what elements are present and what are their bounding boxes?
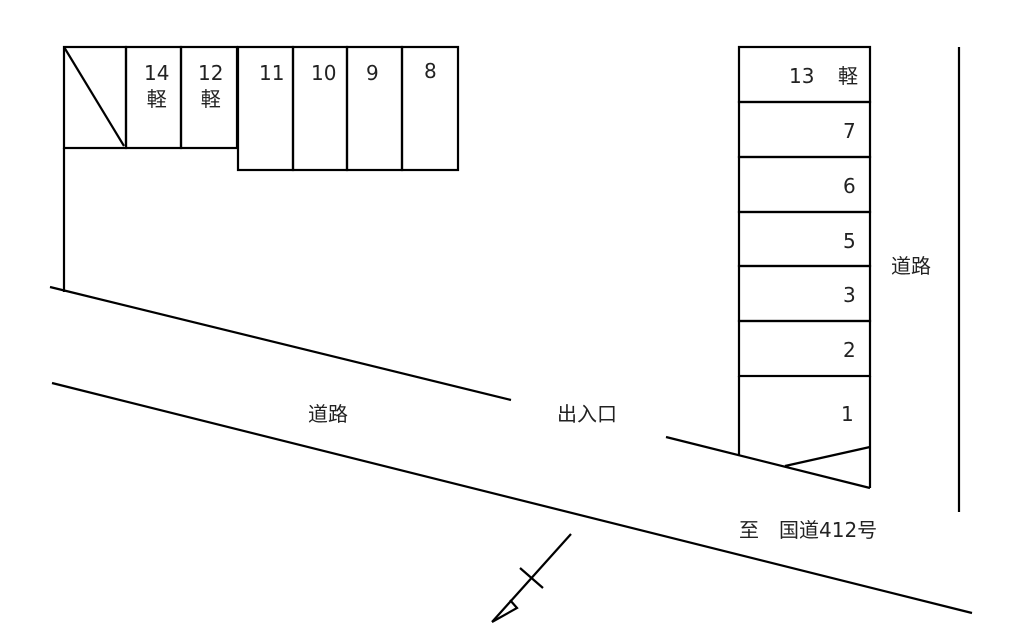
entrance-label: 出入口 <box>557 402 617 426</box>
lot-edge-right <box>665 435 871 490</box>
road-label-bottom: 道路 <box>308 402 348 426</box>
kei-note: 軽 <box>838 64 858 88</box>
space-label-6: 6 <box>843 174 856 198</box>
space-label-10: 10 <box>311 61 337 85</box>
space-number: 14 <box>144 61 170 85</box>
road-edge <box>51 381 973 615</box>
space-label-7: 7 <box>843 119 856 143</box>
space-label-8: 8 <box>424 59 437 83</box>
space-label-12: 12 軽 <box>198 63 223 109</box>
space-label-5: 5 <box>843 229 856 253</box>
space-label-13: 13 <box>789 64 815 88</box>
north-arrow-icon <box>491 533 572 623</box>
unavailable-diagonal <box>63 46 125 147</box>
space-number: 12 <box>198 61 224 85</box>
space-label-14: 14 軽 <box>144 63 169 109</box>
space-label-3: 3 <box>843 283 856 307</box>
space-label-9: 9 <box>366 61 379 85</box>
space-label-1: 1 <box>841 402 854 426</box>
lot-edge-left <box>49 285 512 402</box>
direction-label: 至 国道412号 <box>739 518 878 542</box>
kei-note: 軽 <box>200 87 221 111</box>
space-2 <box>737 319 872 378</box>
corner-mark <box>784 445 871 468</box>
kei-note: 軽 <box>146 87 167 111</box>
space-label-2: 2 <box>843 338 856 362</box>
space-8 <box>400 45 460 172</box>
road-label-right: 道路 <box>891 254 931 278</box>
space-label-11: 11 <box>259 61 285 85</box>
